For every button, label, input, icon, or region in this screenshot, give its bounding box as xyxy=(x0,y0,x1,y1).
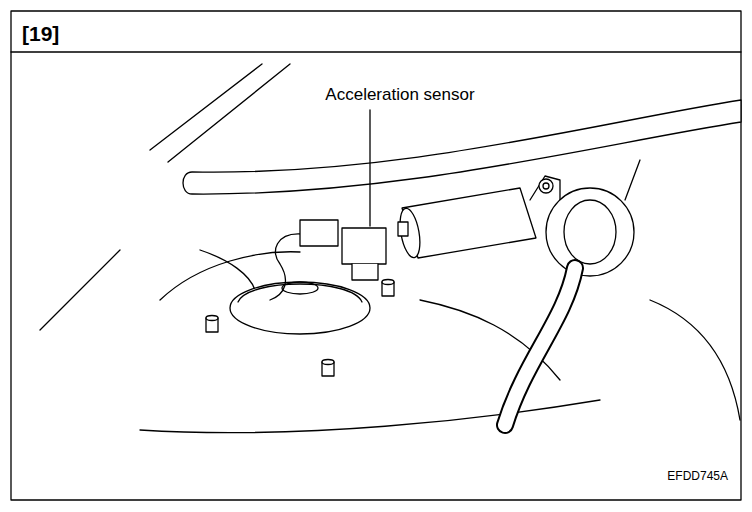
panel-edge xyxy=(140,400,600,433)
panel-edge xyxy=(650,300,740,420)
motor-end xyxy=(397,207,423,259)
motor-housing xyxy=(564,200,616,264)
wiper-motor xyxy=(402,188,536,258)
acceleration-sensor xyxy=(342,228,386,264)
cable xyxy=(505,268,575,425)
strut-mount xyxy=(230,282,370,334)
part-label: Acceleration sensor xyxy=(325,86,474,105)
connector xyxy=(300,220,338,246)
bolt xyxy=(539,179,553,193)
sensor-wire xyxy=(270,234,302,300)
figure-code: EFDD745A xyxy=(667,470,728,483)
figure-number: [19] xyxy=(22,22,59,45)
pillar-line xyxy=(168,64,290,162)
cable xyxy=(505,268,575,425)
leader-line xyxy=(369,110,370,226)
header-rule xyxy=(11,51,741,52)
motor-arm xyxy=(625,160,640,200)
strut-dome xyxy=(238,284,362,302)
pillar-line xyxy=(150,64,262,150)
frame xyxy=(11,11,741,500)
motor-housing xyxy=(546,188,634,276)
motor-shaft xyxy=(398,222,408,236)
panel-edge xyxy=(200,250,255,290)
sensor-base xyxy=(352,264,378,280)
nut xyxy=(206,280,394,377)
pillar-line xyxy=(40,250,120,330)
hose xyxy=(183,100,741,194)
bolt xyxy=(543,183,549,189)
strut-center xyxy=(282,282,318,294)
